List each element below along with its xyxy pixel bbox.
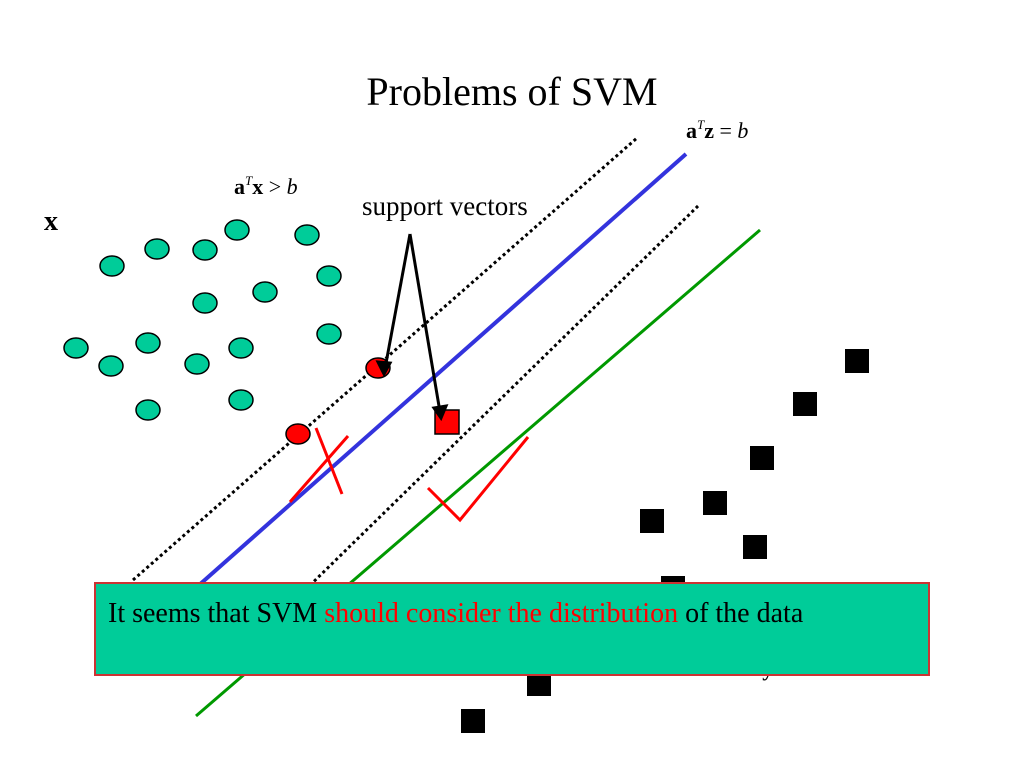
positive-side-equation: aTx > b [234,173,298,199]
callout-text-suffix: of the data [678,598,804,629]
data-point-square [793,392,817,416]
slide-title: Problems of SVM [366,69,658,114]
data-point-circle [252,281,278,303]
lower-margin-line [252,204,700,642]
support-vector-square [434,409,460,435]
upper-margin-line [132,136,638,582]
data-point-circle [224,219,250,241]
data-point-circle [99,255,125,277]
data-point-square [661,576,685,586]
data-point-circle [63,337,89,359]
x-label: x [44,206,58,237]
data-point-square [750,446,774,470]
data-point-circle [144,238,170,260]
support-vectors-label: support vectors [362,191,528,221]
support-vector-circle-lower [285,423,311,445]
check-mark-icon [426,436,530,523]
callout-highlight: should consider the distribution [324,598,679,629]
cross-mark-icon [288,427,350,503]
callout-box: It seems that SVM should consider the di… [94,582,930,676]
data-point-square [845,349,869,373]
data-point-circle [135,399,161,421]
data-point-circle [192,292,218,314]
data-point-square [461,709,485,733]
svm-hyperplane [196,152,688,588]
data-point-circle [184,353,210,375]
data-point-square [703,491,727,515]
support-vector-arrows [375,233,449,422]
data-point-circle [294,224,320,246]
data-point-circle [192,239,218,261]
callout-text-prefix: It seems that SVM [108,598,325,629]
data-point-circle [98,355,124,377]
data-point-circle [135,332,161,354]
data-point-square [640,509,664,533]
data-point-square [527,676,551,696]
data-point-circle [316,323,342,345]
hyperplane-equation: aTz = b [686,117,749,143]
data-point-circle [228,337,254,359]
class-two-points [461,349,869,733]
class-one-points [63,219,342,421]
data-point-circle [316,265,342,287]
data-point-circle [228,389,254,411]
data-point-square [743,535,767,559]
